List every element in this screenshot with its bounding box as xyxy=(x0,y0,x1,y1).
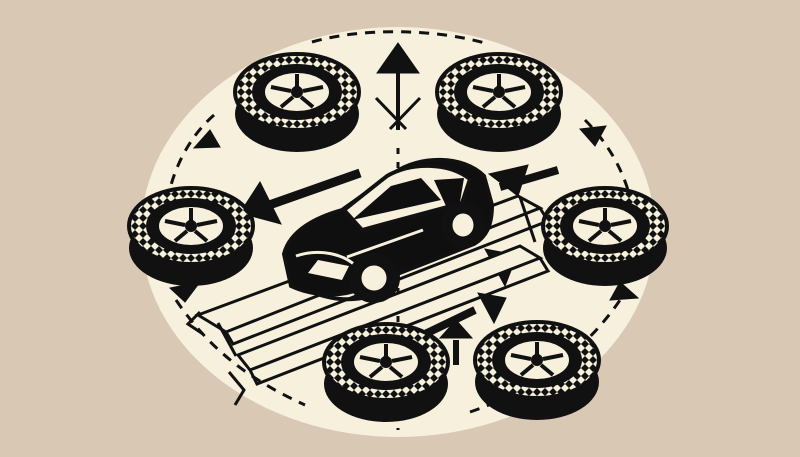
car-icon xyxy=(281,157,495,303)
tire-icon xyxy=(188,85,608,361)
